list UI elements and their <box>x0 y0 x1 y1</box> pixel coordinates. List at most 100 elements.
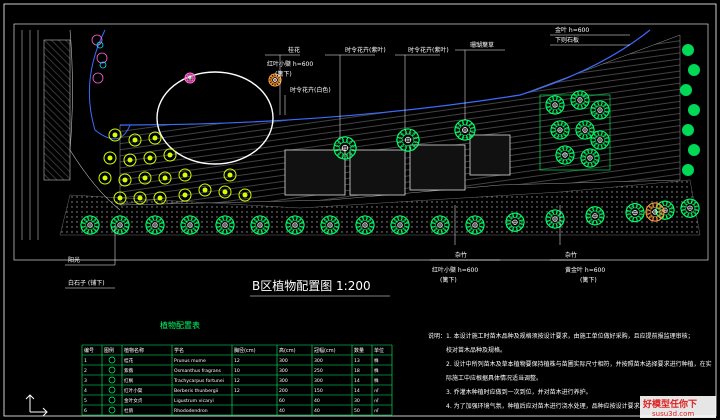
feature-tree-symbol <box>184 72 196 84</box>
planting-beds <box>284 134 511 196</box>
flower-bed-plant <box>550 120 570 140</box>
watermark: 好模型任你下 susu3d.com <box>640 396 716 418</box>
tree-row <box>80 198 700 235</box>
notes-line-6: 4. 为了加强环境气氛，种植后应对苗木进行浇水处理，品种应按设计要求。 <box>446 402 646 410</box>
ucs-icon <box>25 394 48 417</box>
feature-trees <box>184 72 665 222</box>
tree-symbol <box>465 215 485 235</box>
tree-symbol <box>505 212 525 232</box>
table-cell: 红枫 <box>124 377 134 384</box>
shrub-symbol <box>178 168 192 182</box>
table-cell: 200 <box>279 388 288 394</box>
table-cell: 300 <box>314 378 323 384</box>
table-grid <box>81 344 393 416</box>
shrub-symbol <box>223 168 237 182</box>
legend-symbol <box>108 376 116 384</box>
table-cell: 4 <box>84 388 87 394</box>
table-cell: 桂花 <box>124 357 134 364</box>
flower-bed-plant <box>575 120 595 140</box>
table-cell: 5 <box>84 398 87 404</box>
table-cell: Prunus mume <box>174 358 206 364</box>
label-osmanthus: 桂花 <box>288 46 300 54</box>
label-under-2: (篱下) <box>440 276 457 284</box>
gravel-area <box>59 179 701 236</box>
table-cell: 300 <box>279 368 288 374</box>
table-cell: 紫薇 <box>124 367 134 374</box>
table-header-cell: 编号 <box>84 347 94 354</box>
table-cell: 杜鹃 <box>124 407 134 414</box>
table-cell: 18 <box>354 368 360 374</box>
shrub-symbol <box>148 131 162 145</box>
shrub-symbol <box>123 153 137 167</box>
shrub-symbol <box>113 191 127 205</box>
drawing-frame <box>3 3 717 417</box>
label-sun: 阳光 <box>68 256 80 264</box>
left-building-lines <box>21 29 121 240</box>
flower-bed-plant <box>590 130 610 150</box>
table-cell: ㎡ <box>374 387 379 394</box>
tree-symbol <box>320 215 340 235</box>
label-gravel: 白石子 (铺下) <box>68 279 105 287</box>
shrub-symbol <box>178 188 192 202</box>
table-cell: 250 <box>314 368 323 374</box>
shrub-symbol <box>158 171 172 185</box>
table-cell: 金叶女贞 <box>124 397 143 404</box>
label-red-barberry: 红叶小檗 h=600 <box>267 60 313 68</box>
table-cell: 红叶小檗 <box>124 387 143 394</box>
tree-symbol <box>250 215 270 235</box>
feature-tree-symbol <box>645 202 665 222</box>
table-cell: 2 <box>84 368 87 374</box>
table-title: 植物配置表 <box>160 320 200 330</box>
tree-symbol <box>625 202 645 223</box>
shrub-symbol <box>238 188 252 202</box>
table-cell: 株 <box>374 367 379 374</box>
table-cell: 1 <box>84 358 87 364</box>
notes-line-1: 1. 本设计施工时苗木品种及规格须按设计要求，由施工单位做好采购，且应提前报监理… <box>446 332 694 340</box>
table-cell: 株 <box>374 377 379 384</box>
label-stone: 下则石板 <box>555 36 579 44</box>
right-hedge <box>680 44 700 176</box>
shrub-symbol <box>218 185 232 199</box>
label-bamboo-1: 杂竹 <box>455 251 467 259</box>
flower-bed-plant <box>545 95 565 115</box>
table-cell: 60 <box>279 398 285 404</box>
legend-symbol <box>108 386 116 394</box>
notes-line-4: 际施工中应根据具体情况适当调整。 <box>446 374 542 382</box>
flower-bed-plant <box>590 100 610 120</box>
table-cell: 300 <box>279 378 288 384</box>
shrub-symbol <box>198 183 212 197</box>
cyan-markers <box>96 41 107 69</box>
right-flower-bed <box>539 94 611 171</box>
shrub-symbol <box>138 171 152 185</box>
table-cell: 150 <box>314 388 323 394</box>
table-cell: 13 <box>354 358 360 364</box>
table-cell: 30 <box>354 398 360 404</box>
tree-symbol <box>585 206 605 226</box>
table-header-cell: 植物名称 <box>124 347 144 354</box>
feature-tree-symbol <box>454 119 476 141</box>
shrub-symbol <box>118 173 132 187</box>
flower-bed-plant <box>570 90 590 110</box>
flower-bed-plant <box>555 145 575 165</box>
table-cell: Trachycarpus fortunei <box>173 378 224 384</box>
table-header-cell: 高(cm) <box>279 347 296 354</box>
label-seasonal-2: 时令花卉(紫叶) <box>408 46 449 54</box>
notes-line-5: 3. 乔灌木种植时应做到一次到位，并对苗木进行养护。 <box>446 388 592 396</box>
table-cell: 10 <box>234 368 240 374</box>
watermark-line-1: 好模型任你下 <box>642 398 697 410</box>
shrub-symbol <box>98 171 112 185</box>
notes-heading: 说明： <box>428 332 446 340</box>
feature-tree-symbol <box>268 73 282 87</box>
notes-line-3: 2. 设计中所列苗木及草本植物要保持植株与苗圃实际尺寸相符，并按照苗木选择要求进… <box>446 360 712 368</box>
table-cell: 6 <box>84 408 87 414</box>
label-under-3: (篱下) <box>580 276 597 284</box>
shrub-symbol <box>128 133 142 147</box>
notes-line-2: 校对苗木品种及规格。 <box>446 346 506 354</box>
tree-symbol <box>80 215 100 235</box>
legend-symbol <box>108 406 116 414</box>
plan-border <box>13 23 709 261</box>
label-coral: 珊瑚葉草 <box>470 41 494 49</box>
table-cell: ㎡ <box>374 407 379 414</box>
